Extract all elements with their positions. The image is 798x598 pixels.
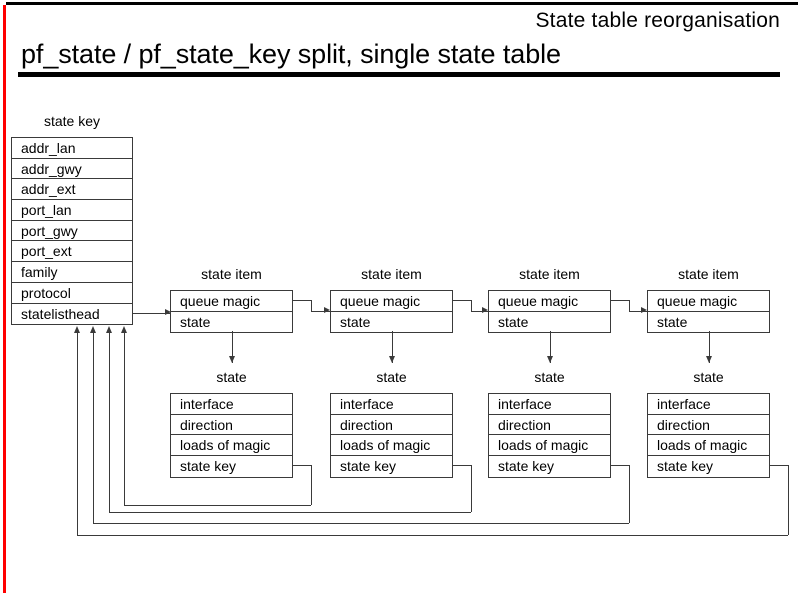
item-to-state-arrow — [546, 356, 553, 363]
left-accent-rail — [3, 5, 6, 593]
state-key-field-row: addr_lan — [12, 138, 132, 159]
state-field-row: state key — [657, 458, 714, 475]
state-field-row: loads of magic — [171, 435, 292, 457]
state-key-return-stub — [293, 465, 311, 467]
state-field-row: direction — [331, 415, 452, 436]
item-link-v — [629, 300, 630, 311]
item-link-arrow — [482, 307, 488, 314]
item-link-h2 — [471, 310, 488, 312]
state-item-caption: state item — [361, 266, 422, 282]
state-key-return-arrow — [74, 326, 80, 333]
state-field-row: interface — [171, 394, 292, 415]
state-key-field-row: protocol — [12, 283, 132, 304]
state-key-return-arrow — [106, 326, 112, 333]
state-key-field-row: addr_gwy — [12, 159, 132, 180]
state-key-return-arrow — [90, 326, 96, 333]
state-caption: state — [376, 369, 407, 385]
state-key-return-stub — [770, 465, 788, 467]
state-item-caption: state item — [201, 266, 262, 282]
state-field-row: interface — [489, 394, 610, 415]
state-key-caption: state key — [43, 113, 101, 129]
state-field-row: interface — [648, 394, 769, 415]
state-key-return-down — [471, 465, 472, 512]
state-key-return-stub — [611, 465, 629, 467]
item-to-state-line — [549, 331, 551, 363]
item-to-state-arrow — [705, 356, 712, 363]
link-statelisthead-arrow — [165, 309, 171, 315]
state-field-row: interface — [331, 394, 452, 415]
item-link-h1 — [453, 300, 471, 302]
item-link-v — [471, 300, 472, 311]
state-key-return-arrow — [121, 326, 127, 333]
state-item-field-row: queue magic — [648, 291, 769, 312]
state-item-caption: state item — [678, 266, 739, 282]
state-field-row: state key — [180, 458, 237, 475]
state-key-field-row: family — [12, 262, 132, 283]
state-key-return-run — [124, 505, 311, 506]
state-key-return-up — [77, 332, 78, 535]
state-key-return-run — [109, 512, 471, 513]
state-key-return-up — [93, 332, 94, 523]
state-item-field-row: queue magic — [489, 291, 610, 312]
item-link-h2 — [311, 310, 330, 312]
state-key-return-down — [788, 465, 789, 535]
state-key-return-run — [77, 535, 788, 536]
item-link-h1 — [293, 300, 311, 302]
state-field-row: loads of magic — [489, 435, 610, 457]
state-field-row: state key — [340, 458, 397, 475]
title-underline — [18, 72, 780, 77]
link-statelisthead-h — [133, 312, 171, 314]
state-key-return-up — [124, 332, 125, 505]
item-link-arrow — [641, 307, 647, 314]
state-caption: state — [534, 369, 565, 385]
item-to-state-arrow — [228, 356, 235, 363]
state-item-field-row: state — [657, 313, 688, 330]
state-item-field-row: queue magic — [171, 291, 292, 312]
page-title: pf_state / pf_state_key split, single st… — [21, 39, 561, 69]
state-field-row: direction — [648, 415, 769, 436]
item-to-state-line — [391, 331, 393, 363]
item-to-state-line — [231, 331, 233, 363]
state-key-field-row: statelisthead — [21, 305, 100, 322]
state-key-return-down — [311, 465, 312, 505]
state-key-return-stub — [453, 465, 471, 467]
item-link-h1 — [611, 300, 629, 302]
item-link-v — [311, 300, 312, 311]
state-key-return-down — [629, 465, 630, 523]
state-caption: state — [693, 369, 724, 385]
state-field-row: state key — [498, 458, 555, 475]
state-key-field-row: addr_ext — [12, 179, 132, 201]
state-field-row: direction — [171, 415, 292, 436]
item-to-state-line — [708, 331, 710, 363]
state-field-row: loads of magic — [331, 435, 452, 457]
item-link-arrow — [324, 307, 330, 314]
state-key-return-up — [109, 332, 110, 512]
item-link-h2 — [629, 310, 647, 312]
state-item-field-row: state — [180, 313, 211, 330]
state-caption: state — [216, 369, 247, 385]
state-item-field-row: state — [498, 313, 529, 330]
state-key-field-row: port_lan — [12, 200, 132, 221]
state-key-field-row: port_gwy — [12, 221, 132, 242]
state-field-row: direction — [489, 415, 610, 436]
state-field-row: loads of magic — [648, 435, 769, 457]
state-key-return-run — [93, 523, 629, 524]
item-to-state-arrow — [388, 356, 395, 363]
state-key-field-row: port_ext — [12, 241, 132, 263]
state-item-caption: state item — [519, 266, 580, 282]
top-rule — [6, 2, 798, 5]
state-item-field-row: state — [340, 313, 371, 330]
slide-kicker: State table reorganisation — [535, 9, 780, 32]
state-item-field-row: queue magic — [331, 291, 452, 312]
